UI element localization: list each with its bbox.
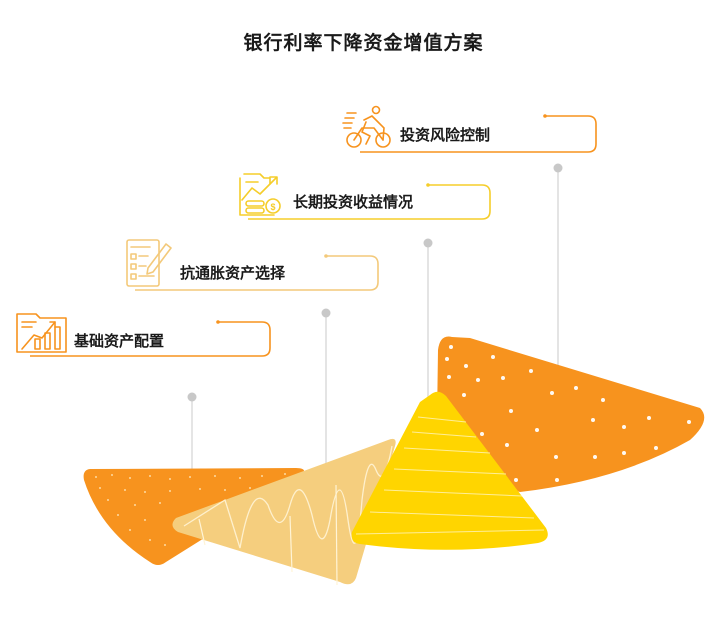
growth-money-icon: $ <box>239 173 281 216</box>
connector-dot-4 <box>553 163 563 173</box>
svg-text:$: $ <box>270 202 275 212</box>
item-label-risk-control: 投资风险控制 <box>400 126 491 144</box>
connector-dot-2 <box>321 308 331 318</box>
page-title: 银行利率下降资金增值方案 <box>243 32 484 54</box>
shape-wave <box>172 438 396 586</box>
cyclist-icon <box>342 105 391 148</box>
item-label-long-term-returns: 长期投资收益情况 <box>293 193 414 211</box>
connector-dot-1 <box>187 392 197 402</box>
checklist-pencil-icon <box>126 239 172 287</box>
chart-folder-icon <box>16 313 67 353</box>
label-brackets <box>30 114 597 357</box>
shape-yellow-triangle <box>351 391 548 550</box>
item-label-basic-asset-allocation: 基础资产配置 <box>74 332 165 350</box>
connector-dot-3 <box>423 238 433 248</box>
shape-orange-large <box>437 336 705 492</box>
item-label-anti-inflation-assets: 抗通胀资产选择 <box>180 264 286 282</box>
